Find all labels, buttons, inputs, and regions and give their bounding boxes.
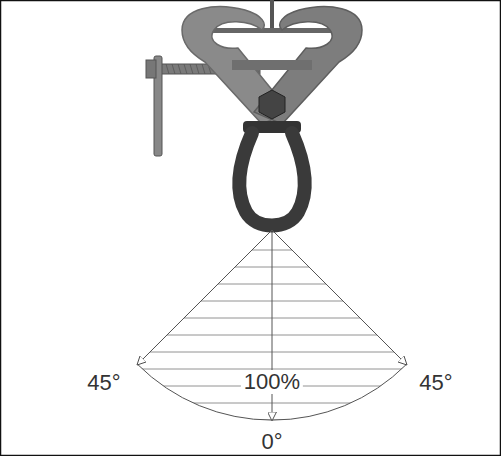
- thread-stroke: [202, 64, 205, 74]
- jaw-bridge: [232, 60, 312, 70]
- hatch-line: [60, 335, 480, 336]
- beam-flange: [212, 28, 332, 33]
- hex-bolt: [259, 90, 285, 119]
- load-sector-hatch: [60, 250, 480, 420]
- angle-label: 45°: [416, 371, 455, 395]
- load-percentage: 100%: [241, 370, 303, 394]
- thread-stroke: [172, 64, 175, 74]
- thread-stroke: [166, 64, 169, 74]
- load-sector: [138, 230, 407, 420]
- hatch-line: [60, 318, 480, 319]
- angle-arrow: [138, 230, 272, 364]
- angle-label: 45°: [84, 371, 123, 395]
- shackle: [239, 133, 304, 226]
- hatch-line: [60, 267, 480, 268]
- thread-stroke: [178, 64, 181, 74]
- hatch-line: [60, 250, 480, 251]
- thread-stroke: [196, 64, 199, 74]
- hatch-line: [60, 403, 480, 404]
- thread-stroke: [184, 64, 187, 74]
- hatch-line: [60, 284, 480, 285]
- thread-stroke: [190, 64, 193, 74]
- screw-end: [146, 60, 156, 78]
- angle-arrow: [272, 230, 406, 364]
- beam-web: [270, 0, 274, 30]
- hatch-line: [60, 301, 480, 302]
- angle-label: 0°: [258, 430, 285, 454]
- hatch-line: [60, 352, 480, 353]
